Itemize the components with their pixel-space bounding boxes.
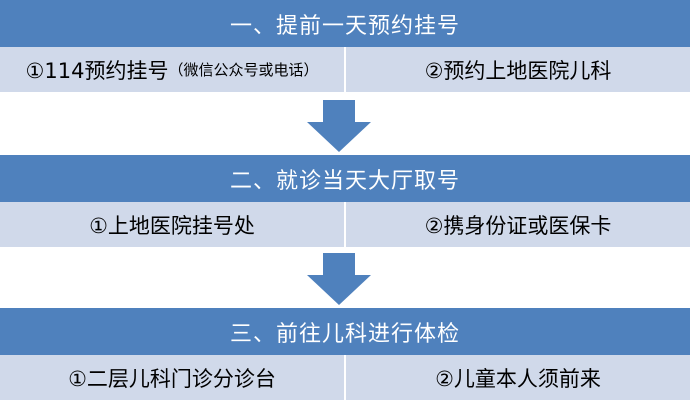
- step-1-title: 一、提前一天预约挂号: [229, 13, 460, 39]
- step-1-left-text: ①114预约挂号: [25, 58, 169, 83]
- step-3-header: 三、前往儿科进行体检: [0, 308, 690, 355]
- step-2-title: 二、就诊当天大厅取号: [229, 168, 460, 194]
- step-1-left-note: （微信公众号或电话）: [168, 61, 319, 79]
- step-2-right-text: ②携身份证或医保卡: [424, 213, 612, 238]
- step-1-header: 一、提前一天预约挂号: [0, 0, 690, 47]
- down-arrow-icon: [307, 100, 371, 152]
- step-2-right-cell: ②携身份证或医保卡: [346, 202, 690, 247]
- step-3-right-cell: ②儿童本人须前来: [346, 355, 690, 400]
- step-3-title: 三、前往儿科进行体检: [229, 321, 460, 347]
- step-2-left-cell: ①上地医院挂号处: [0, 202, 344, 247]
- step-3-left-text: ①二层儿科门诊分诊台: [68, 366, 276, 391]
- step-1-left-cell: ①114预约挂号（微信公众号或电话）: [0, 47, 344, 92]
- step-3-details: ①二层儿科门诊分诊台 ②儿童本人须前来: [0, 355, 690, 400]
- step-3-left-cell: ①二层儿科门诊分诊台: [0, 355, 344, 400]
- step-3-right-text: ②儿童本人须前来: [435, 366, 601, 391]
- step-1-right-cell: ②预约上地医院儿科: [346, 47, 690, 92]
- step-2-header: 二、就诊当天大厅取号: [0, 155, 690, 202]
- down-arrow-icon: [307, 253, 371, 305]
- step-1-right-text: ②预约上地医院儿科: [424, 58, 612, 83]
- step-2-left-text: ①上地医院挂号处: [89, 213, 255, 238]
- step-1-details: ①114预约挂号（微信公众号或电话） ②预约上地医院儿科: [0, 47, 690, 92]
- step-2-details: ①上地医院挂号处 ②携身份证或医保卡: [0, 202, 690, 247]
